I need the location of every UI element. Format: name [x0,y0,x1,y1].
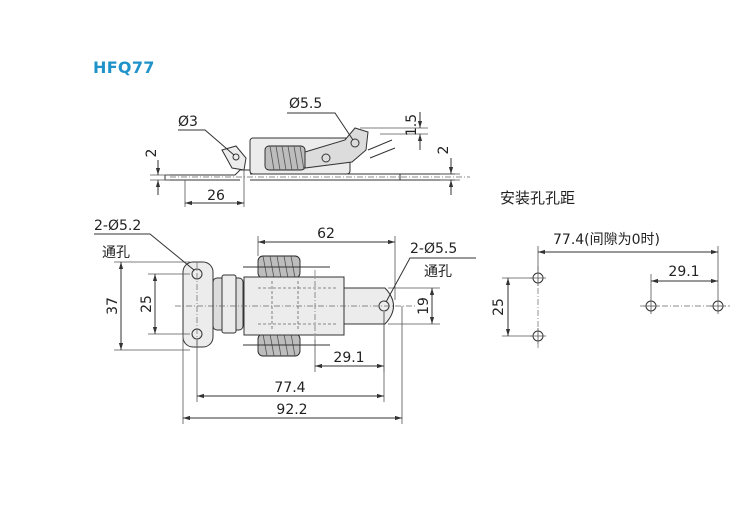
side-thickness-left: 2 [144,149,160,158]
left-hole-note: 通孔 [102,245,130,261]
side-view: 2 2 1.5 26 Ø3 Ø5.5 [144,96,470,207]
height-outer: 37 [105,297,121,315]
small-hole-side [232,153,240,161]
mount-gap-label: 29.1 [668,264,699,280]
mount-v-pitch: 25 [491,298,507,316]
side-hole-small-label: Ø3 [178,114,198,130]
pitch-total: 77.4 [274,380,305,396]
left-hole-label: 2-Ø5.2 [94,218,141,234]
hook-width: 19 [416,297,432,315]
mounting-layout: 安装孔孔距 77.4(间隙为0时) 29.1 [491,189,730,348]
spring-side [264,145,306,171]
gap-dim: 29.1 [333,350,364,366]
mounting-title: 安装孔孔距 [500,189,575,207]
right-hole-label: 2-Ø5.5 [410,241,457,257]
top-view: 62 37 25 19 29.1 77.4 92.2 2-Ø5.2 通孔 2-Ø… [94,218,476,424]
model-title: HFQ77 [93,58,155,77]
hole-pitch-vertical: 25 [139,295,155,313]
mount-pitch-label: 77.4(间隙为0时) [553,232,660,248]
side-thickness-top: 1.5 [404,114,420,136]
side-length: 26 [207,188,225,204]
overall-length: 92.2 [276,402,307,418]
large-hole-side [350,138,360,148]
side-thickness-right: 2 [436,146,452,155]
side-hole-large-label: Ø5.5 [289,96,322,112]
spring-length: 62 [317,226,335,242]
right-hole-note: 通孔 [424,264,452,280]
